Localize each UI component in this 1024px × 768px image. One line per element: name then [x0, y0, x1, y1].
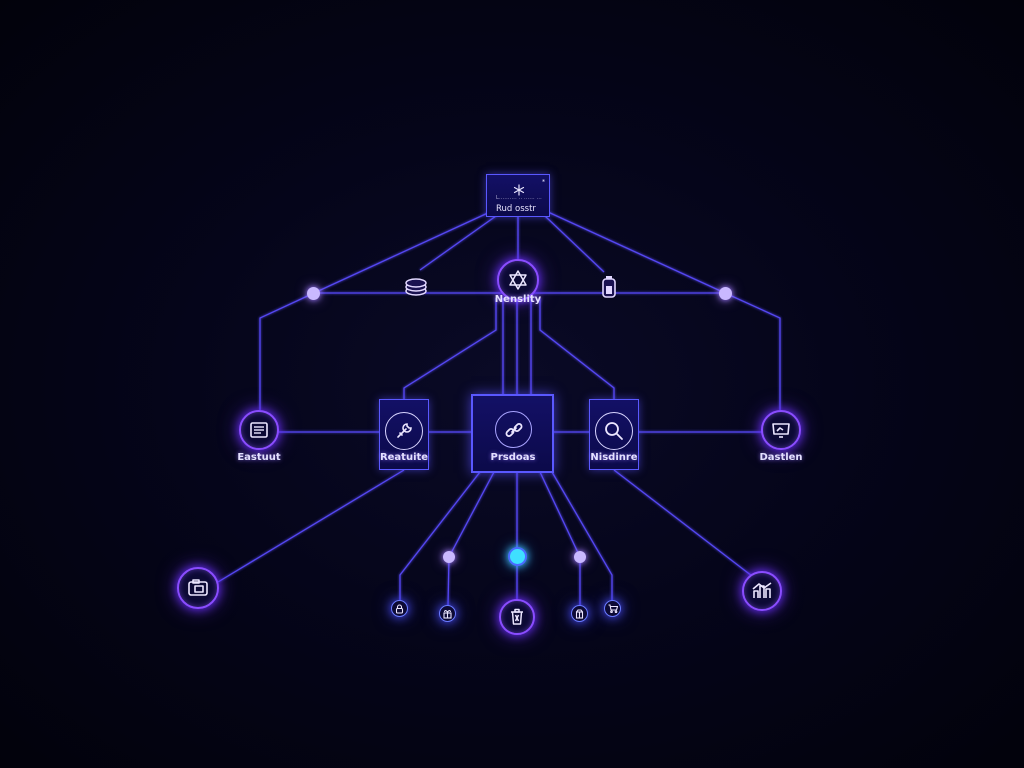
junction-dot-bottom-right [574, 551, 586, 563]
document-icon [249, 421, 269, 439]
magnifier-icon [595, 412, 633, 450]
trash-icon [509, 608, 525, 626]
top-node-corner-mark: ⁎ [542, 177, 545, 184]
wire-reatuite-photo [217, 469, 405, 583]
node-nisdinre-label: Nisdinre [590, 452, 638, 463]
node-eastuut-label: Eastuut [237, 452, 281, 463]
chart-icon [751, 581, 773, 601]
node-trash[interactable] [499, 599, 535, 635]
hub-node-label: Nenslity [494, 294, 542, 305]
wire-top-coins [419, 215, 497, 271]
gift-icon [443, 609, 452, 619]
node-nisdinre[interactable] [589, 399, 639, 470]
network-icon [507, 269, 529, 291]
wire-top-left-dot [313, 211, 491, 294]
top-node[interactable]: L.......... .. ...... ... Rud osstr ⁎ [486, 174, 550, 217]
junction-dot-cyan [508, 547, 527, 566]
node-reatuite-label: Reatuite [379, 452, 429, 463]
junction-dot-left [307, 287, 320, 300]
wire-center-lock [399, 471, 481, 600]
wire-top-battery [544, 215, 605, 273]
node-cart[interactable] [604, 600, 621, 617]
wire-center-cart [551, 471, 613, 600]
monitor-icon [771, 421, 791, 439]
wire-hub-reatuite [403, 298, 497, 400]
lock-icon [395, 603, 404, 614]
wire-center-dot-left [448, 471, 495, 558]
node-dastlen-label: Dastlen [759, 452, 803, 463]
battery-icon[interactable] [601, 275, 617, 299]
node-chart[interactable] [742, 571, 782, 611]
node-eastuut[interactable] [239, 410, 279, 450]
junction-dot-bottom-left [443, 551, 455, 563]
node-prsdoas[interactable] [471, 394, 554, 473]
photo-icon [187, 578, 209, 598]
hub-node[interactable] [497, 259, 539, 301]
snowflake-icon [513, 181, 525, 200]
wrench-icon [385, 412, 423, 450]
top-node-title: Rud osstr [496, 204, 536, 214]
wire-hub-nisdinre [539, 298, 615, 400]
node-lock[interactable] [391, 600, 408, 617]
junction-dot-right [719, 287, 732, 300]
wire-nisdinre-chart [613, 469, 753, 577]
node-box[interactable] [571, 605, 588, 622]
coins-icon[interactable] [403, 276, 429, 298]
node-photo[interactable] [177, 567, 219, 609]
link-icon [495, 411, 532, 448]
wire-dot-gift [447, 556, 450, 607]
top-node-caption: L.......... .. ...... ... [496, 195, 542, 201]
cart-icon [608, 604, 618, 613]
box-icon [575, 608, 584, 619]
node-dastlen[interactable] [761, 410, 801, 450]
node-gift[interactable] [439, 605, 456, 622]
node-prsdoas-label: Prsdoas [490, 452, 536, 463]
node-reatuite[interactable] [379, 399, 429, 470]
wire-left-dot-eastuut [259, 292, 315, 410]
wire-top-right-dot [547, 211, 726, 294]
wire-center-dot-right [539, 471, 581, 558]
wire-right-dot-dastlen [724, 292, 781, 410]
